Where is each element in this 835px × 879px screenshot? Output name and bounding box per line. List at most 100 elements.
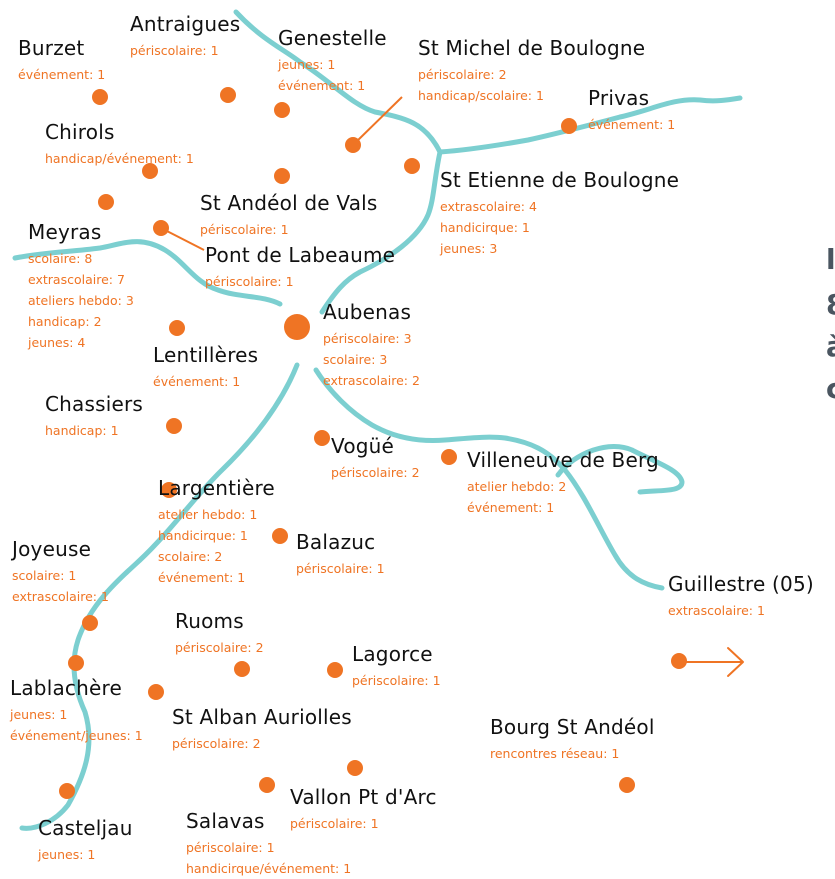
town-name: Chirols (45, 120, 115, 144)
town-dot-st-etienne-de-boulogne[interactable] (404, 158, 420, 174)
cropped-edge-text: l (826, 243, 835, 276)
river-meyras (12, 239, 283, 307)
activity-count: événement: 1 (158, 570, 246, 585)
town-dot-casteljau[interactable] (59, 783, 75, 799)
town-name: Vallon Pt d'Arc (290, 785, 437, 809)
town-activities: périscolaire: 2 (172, 733, 352, 754)
activity-count: périscolaire: 3 (323, 331, 412, 346)
cropped-edge-text: c (826, 372, 835, 405)
town-dot-burzet[interactable] (92, 89, 108, 105)
town-name: Vogüé (331, 434, 395, 458)
town-activities: périscolaire: 2 (331, 462, 420, 483)
town-dot-st-alban-auriolles[interactable] (148, 684, 164, 700)
activity-count: événement/jeunes: 1 (10, 728, 143, 743)
activity-count: événement: 1 (278, 78, 366, 93)
cropped-edge-text: 8 (826, 288, 835, 321)
river-east-loop (555, 444, 685, 495)
town-dot-genestelle[interactable] (274, 102, 290, 118)
activity-count: handicirque/événement: 1 (186, 861, 352, 876)
activity-count: périscolaire: 1 (290, 816, 379, 831)
activity-count: périscolaire: 1 (296, 561, 385, 576)
activity-count: périscolaire: 2 (418, 67, 507, 82)
town-name: Antraigues (130, 12, 241, 36)
town-activities: périscolaire: 1 (290, 813, 437, 834)
town-name: Salavas (186, 809, 265, 833)
river-main-upper (319, 149, 443, 315)
activity-count: périscolaire: 2 (331, 465, 420, 480)
town-activities: événement: 1 (153, 371, 258, 392)
town-label-vogue: Vogüé périscolaire: 2 (331, 436, 420, 483)
town-dot-st-andeol-de-vals[interactable] (274, 168, 290, 184)
activity-count: extrascolaire: 1 (668, 603, 765, 618)
town-dot-vogue[interactable] (314, 430, 330, 446)
town-dot-bourg-st-andeol[interactable] (619, 777, 635, 793)
town-name: Largentière (158, 476, 275, 500)
activity-count: handicap: 2 (28, 314, 102, 329)
pointer-st-michel (352, 96, 403, 146)
town-name: Chassiers (45, 392, 144, 416)
activity-count: jeunes: 4 (28, 335, 86, 350)
town-activities: périscolaire: 1 (130, 40, 240, 61)
town-dot-guillestre-05[interactable] (671, 653, 687, 669)
town-dot-chirols[interactable] (142, 163, 158, 179)
town-dot-ruoms[interactable] (234, 661, 250, 677)
town-dot-largentiere[interactable] (161, 482, 177, 498)
town-name: Pont de Labeaume (205, 243, 396, 267)
town-activities: handicap: 1 (45, 420, 143, 441)
town-label-chassiers: Chassiers handicap: 1 (45, 394, 143, 441)
town-dot-aubenas[interactable] (284, 314, 310, 340)
cropped-edge-text: à (826, 330, 835, 363)
town-dot-privas[interactable] (561, 118, 577, 134)
activity-count: périscolaire: 2 (172, 736, 261, 751)
town-name: St Etienne de Boulogne (440, 168, 680, 192)
river-north-west (233, 9, 443, 155)
town-dot-joyeuse[interactable] (82, 615, 98, 631)
activity-count: extrascolaire: 2 (323, 373, 420, 388)
activity-count: scolaire: 2 (158, 549, 223, 564)
town-dot-lentilleres[interactable] (169, 320, 185, 336)
town-activities: périscolaire: 1 handicirque/événement: 1 (186, 837, 351, 879)
town-dot-meyras[interactable] (153, 220, 169, 236)
river-east (313, 367, 665, 591)
activity-count: extrascolaire: 1 (12, 589, 109, 604)
town-dot-balazuc[interactable] (272, 528, 288, 544)
town-activities: extrascolaire: 1 (668, 600, 814, 621)
activity-count: handicap: 1 (45, 423, 119, 438)
activity-count: atelier hebdo: 1 (158, 507, 258, 522)
activity-count: périscolaire: 1 (130, 43, 219, 58)
activity-count: ateliers hebdo: 3 (28, 293, 134, 308)
town-dot-st-michel-de-boulogne[interactable] (345, 137, 361, 153)
town-dot-lagorce[interactable] (327, 662, 343, 678)
town-dot-chassiers[interactable] (166, 418, 182, 434)
activity-count: extrascolaire: 7 (28, 272, 125, 287)
town-dot-villeneuve-de-berg[interactable] (441, 449, 457, 465)
town-dot-vallon-pt-d-arc[interactable] (347, 760, 363, 776)
town-name: Lentillères (153, 343, 259, 367)
town-name: Villeneuve de Berg (467, 448, 659, 472)
town-dot-antraigues[interactable] (220, 87, 236, 103)
town-name: Joyeuse (12, 537, 92, 561)
town-dot-salavas[interactable] (259, 777, 275, 793)
town-dot-pont-de-labeaume[interactable] (98, 194, 114, 210)
activity-count: périscolaire: 1 (186, 840, 275, 855)
town-activities: périscolaire: 1 (200, 219, 378, 240)
town-activities: événement: 1 (588, 114, 675, 135)
town-activities: périscolaire: 2 (175, 637, 264, 658)
town-dot-lablachere[interactable] (68, 655, 84, 671)
